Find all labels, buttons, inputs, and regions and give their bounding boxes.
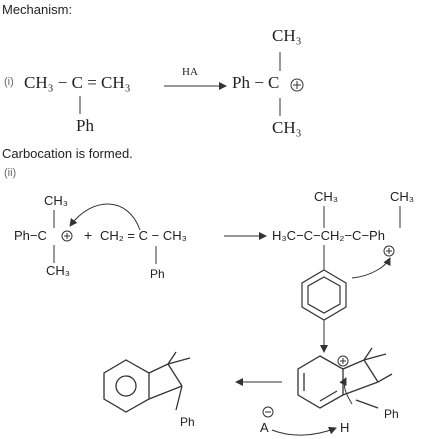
curved-arrow-cyclization — [351, 257, 391, 279]
product-center: Ph − C — [232, 73, 280, 92]
product-methyl-bottom: CH₃ — [272, 118, 302, 137]
carbocation-caption: Carbocation is formed. — [2, 146, 133, 161]
intermediate-methyl-right: CH₃ — [390, 189, 415, 204]
final-product-ring-icon — [103, 351, 191, 413]
cation-methyl-top: CH₃ — [44, 193, 69, 208]
base-label: A — [260, 420, 269, 435]
product-positive-charge-icon — [290, 78, 304, 92]
reactant-formula: CH₃ − C = CH₃ — [24, 73, 131, 92]
reagent-label: HA — [182, 66, 198, 78]
curved-arrow-base-to-proton — [271, 426, 337, 436]
intermediate-formula: H₃C−C−CH₂−C−Ph — [272, 228, 385, 243]
intermediate-positive-charge-icon — [383, 245, 395, 257]
alkene-phenyl: Ph — [150, 267, 165, 281]
final-product-phenyl: Ph — [180, 415, 195, 429]
curved-arrow-deprotonation-icon — [339, 377, 353, 405]
cation-methyl-bottom: CH₃ — [46, 263, 71, 278]
cation-positive-charge-icon — [61, 230, 73, 242]
plus-sign: + — [84, 227, 93, 243]
step-i-label: (i) — [4, 76, 14, 88]
cation-main: Ph−C — [14, 228, 47, 243]
sigma-positive-charge-icon — [337, 355, 349, 367]
alkene-formula: CH₂ = C − CH₃ — [100, 228, 187, 243]
mechanism-heading: Mechanism: — [2, 2, 73, 17]
step-ii-label: (ii) — [4, 167, 17, 179]
reactant-phenyl: Ph — [76, 116, 94, 135]
product-methyl-top: CH₃ — [272, 26, 302, 45]
sigma-complex-phenyl: Ph — [384, 407, 399, 421]
sigma-complex-ring-icon — [297, 347, 393, 409]
base-negative-charge-icon — [262, 406, 274, 418]
benzene-ring-icon — [301, 269, 347, 321]
intermediate-methyl-left: CH₃ — [314, 189, 339, 204]
curved-arrow-attack — [69, 203, 141, 231]
proton-label: H — [340, 420, 350, 435]
